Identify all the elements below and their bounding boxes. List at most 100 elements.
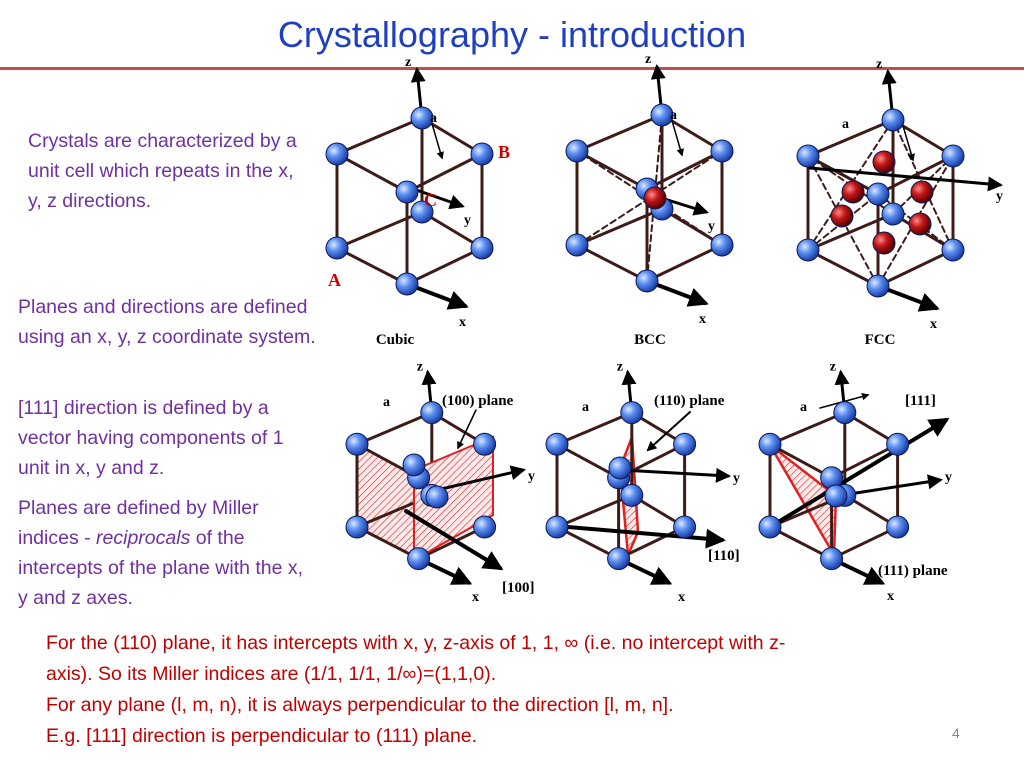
cubic-corner-b: B [498,142,510,162]
fcc-caption: FCC [865,332,896,348]
plane-111-label: (111) plane [878,563,948,579]
cubic-edge [420,210,484,250]
cubic-corner-c: C [424,190,437,210]
cubic-cell [325,67,494,310]
cubic-atom [410,200,434,224]
p111-atom [886,432,910,456]
dir-110-arrow [566,525,726,549]
title-divider [0,67,1024,70]
fcc-atom [881,202,905,226]
p110-z-label: z [617,360,623,375]
p100-x-label: x [472,590,479,605]
plane-110-label: (110) plane [654,393,725,409]
cubic-edge [335,152,409,194]
fcc-atom [941,238,965,262]
p100-atom [407,547,431,571]
fcc-edge [806,154,880,196]
p100-atom [473,432,497,456]
p111-y-label: y [945,470,952,485]
p110-x-label: x [678,590,685,605]
bcc-edge [575,149,649,191]
p100-atom [345,515,369,539]
plane-100-pointer [457,409,477,450]
cubic-atom [395,272,419,296]
fcc-edge [806,118,895,158]
p100-y-axis [435,465,526,492]
p110-cell [545,369,731,585]
miller-text-italic: reciprocals [96,527,191,549]
bcc-edge [645,149,724,191]
fcc-face-atom [908,212,932,236]
p100-edge [355,411,434,446]
fcc-face-diagonal [807,119,894,251]
fcc-face-atom [872,150,896,174]
paragraph-unit-cell: Crystals are characterized by a unit cel… [28,130,297,212]
bcc-atom [710,233,734,257]
fcc-cell [796,69,1003,312]
p111-atom [833,401,857,425]
fcc-y-axis [808,166,1003,192]
p100-atom [425,485,449,509]
p111-edge [768,442,834,480]
cubic-y-label: y [464,213,471,228]
miller-text-end: of the intercepts of the plane with the … [18,527,304,609]
cubic-a-label: a [430,111,437,126]
plane-111-shape [768,444,838,560]
cubic-atom [325,142,349,166]
fcc-atom [866,274,890,298]
cubic-atom [325,236,349,260]
bcc-edge [575,243,649,283]
bcc-edge [575,207,664,247]
cubic-edge [335,246,409,286]
bottom-line-3: For any plane (l, m, n), it is always pe… [46,694,674,716]
plane-100-label: (100) plane [442,393,514,409]
p111-atom [824,484,848,508]
p100-cell [345,369,526,585]
fcc-face-atom [872,231,896,255]
p111-x-label: x [887,589,894,604]
p110-edge [555,525,621,561]
p110-atom [673,515,697,539]
bottom-line-4: E.g. [111] direction is perpendicular to… [46,725,478,747]
dir-100-arrow [404,509,504,571]
p111-z-label: z [830,360,836,375]
cubic-atom [395,180,419,204]
bcc-atom [565,139,589,163]
p110-y-label: y [733,471,740,486]
paragraph-coordinate-system: Planes and directions are defined using … [18,296,316,348]
fcc-atom [941,144,965,168]
bcc-cell [565,64,734,307]
cubic-atom [410,106,434,130]
p111-atom [758,432,782,456]
cubic-corner-a: A [328,270,341,290]
p100-edge [417,525,487,561]
p111-atom [758,515,782,539]
cubic-edge [405,246,484,286]
p111-cell [758,369,950,585]
bcc-atom [710,139,734,163]
fcc-edge [806,248,880,288]
p110-atom [620,483,644,507]
p100-a-label: a [383,395,390,410]
dir-111-label: [111] [905,393,936,409]
cubic-atom [470,142,494,166]
p100-y-label: y [528,469,535,484]
miller-text-start: Planes are defined by Miller indices - [18,497,259,549]
bcc-edge [575,113,664,153]
p110-atom [607,547,631,571]
fcc-atom [866,182,890,206]
p100-atom [345,432,369,456]
p111-edge [768,411,847,446]
fcc-edge [876,248,955,288]
p110-edge [555,442,621,480]
p111-edge [830,525,900,561]
p110-edge [555,411,634,446]
dir-100-label: [100] [502,580,535,596]
p111-atom [886,515,910,539]
fcc-a-label: a [842,117,849,132]
bcc-x-label: x [699,312,706,327]
fcc-atom [796,238,820,262]
fcc-edge [876,154,955,196]
slide-title: Crystallography - introduction [277,14,747,55]
p100-atom [473,515,497,539]
